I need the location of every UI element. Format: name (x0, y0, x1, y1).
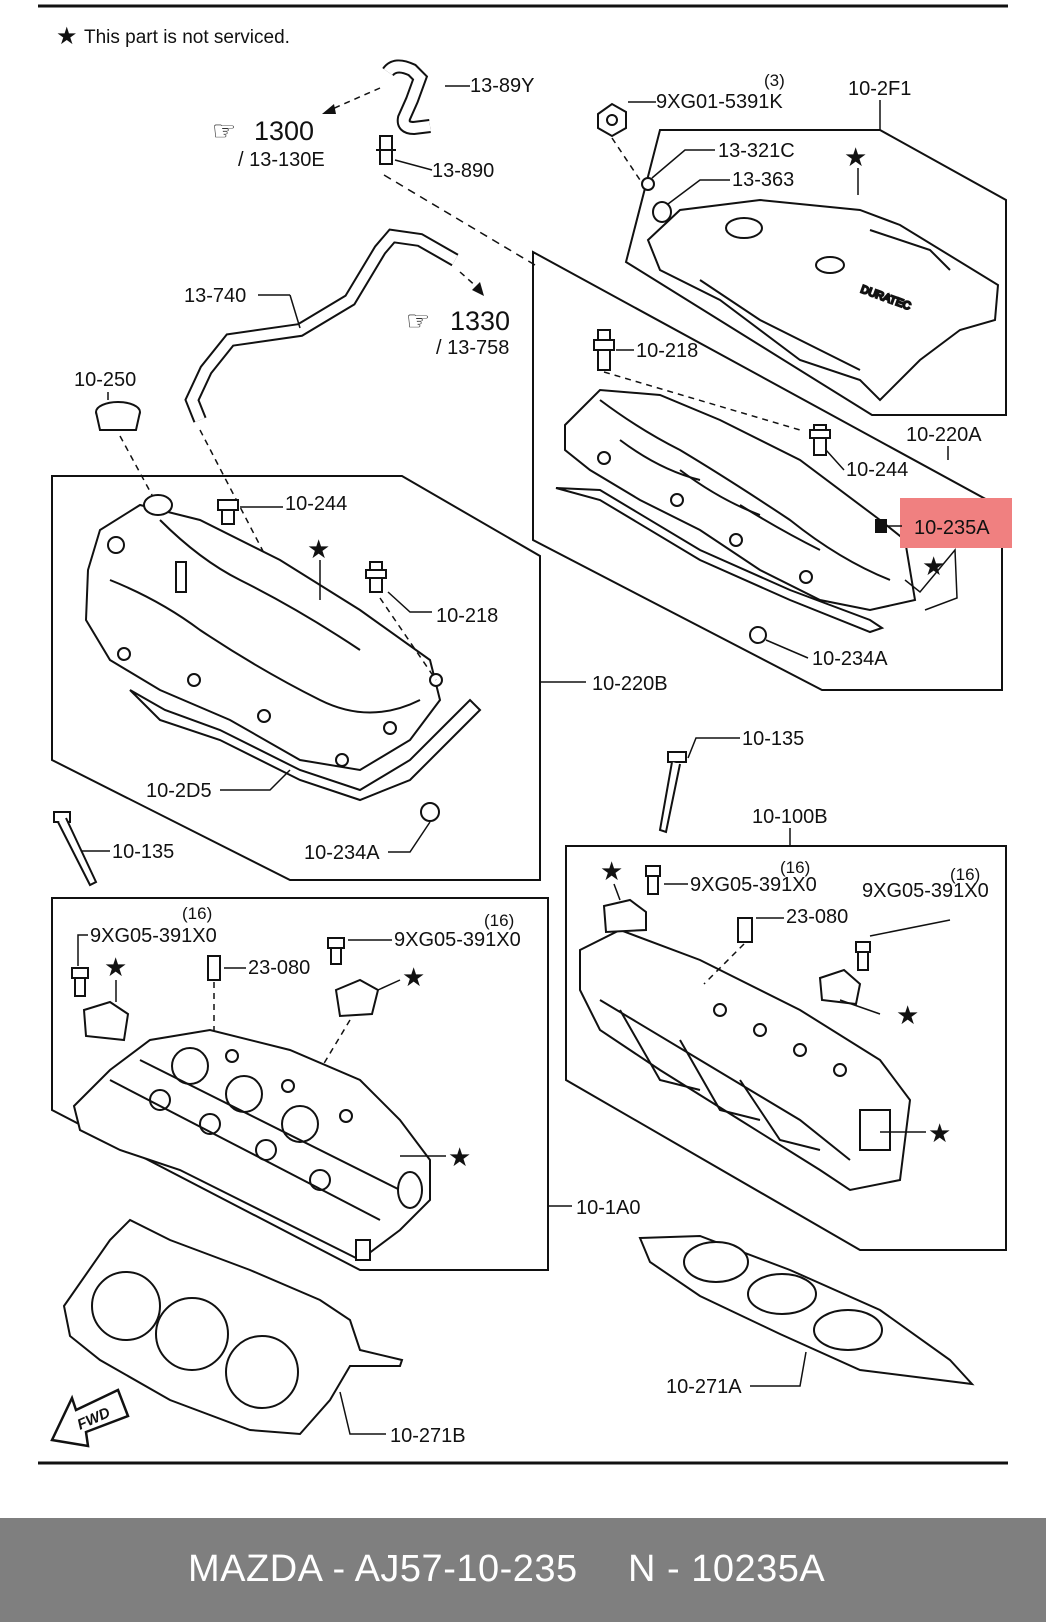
label-9XG05-right-1: 9XG05-391X0 (690, 874, 817, 896)
label-13-740: 13-740 (184, 285, 246, 307)
parts-diagram: ★ This part is not serviced. 13-89Y 13-8… (38, 4, 1012, 1465)
bolt-9XG05-right-1 (645, 865, 661, 895)
bolt-10-218-left (365, 561, 387, 593)
star-icon-left-cap-1: ★ (104, 952, 127, 982)
bolt-9XG05-left-1 (71, 967, 89, 997)
bolt-10-135-left (53, 811, 98, 887)
label-9XG01-5391K: 9XG01-5391K (656, 91, 783, 113)
label-10-271B: 10-271B (390, 1425, 466, 1447)
footer-part-number: MAZDA - AJ57-10-235 (188, 1548, 578, 1590)
hand-pointer-icon-2: ☞ (406, 306, 430, 336)
footer-bar: MAZDA - AJ57-10-235 N - 10235A (0, 1518, 1046, 1622)
label-23-080-left: 23-080 (248, 957, 310, 979)
label-10-218-left: 10-218 (436, 605, 498, 627)
bolt-10-244-left (217, 499, 239, 525)
right-head-frame (565, 845, 1007, 1251)
ref-1300-sub: / 13-130E (238, 149, 325, 171)
ref-1330-sub: / 13-758 (436, 337, 509, 359)
label-9XG05-left-2-qty: (16) (484, 911, 514, 930)
fwd-arrow-icon: FWD (50, 1388, 130, 1448)
seal-10-234A-left (420, 802, 440, 822)
label-9XG05-right-2-qty: (16) (950, 865, 980, 884)
ref-1300: 1300 (254, 116, 314, 146)
breather-hose-long (184, 228, 459, 423)
dowel-left (207, 955, 221, 981)
highlight-box (900, 498, 1012, 548)
engine-cover: DURATEC (646, 198, 1000, 402)
label-10-244-left: 10-244 (285, 493, 347, 515)
hand-pointer-icon: ☞ (212, 116, 236, 146)
bearing-cap-left-2 (334, 978, 380, 1018)
label-9XG05-left-2: 9XG05-391X0 (394, 929, 521, 951)
label-10-135-left: 10-135 (112, 841, 174, 863)
star-icon-left-head: ★ (448, 1142, 471, 1172)
bolt-10-244-right (809, 424, 831, 456)
legend-note: This part is not serviced. (84, 27, 290, 48)
cylinder-head-right (579, 928, 912, 1192)
star-icon-left-cover: ★ (307, 534, 330, 564)
seal-10-234A-right (749, 626, 767, 644)
label-13-890: 13-890 (432, 160, 494, 182)
legend-star-icon: ★ (56, 23, 78, 50)
label-10-218-right: 10-218 (636, 340, 698, 362)
head-gasket-left (62, 1218, 404, 1436)
star-icon-left-cap-2: ★ (402, 962, 425, 992)
ref-1330: 1330 (450, 306, 510, 336)
label-10-235A: 10-235A (914, 517, 990, 539)
cover-nut (597, 102, 627, 138)
oil-filler-cap (95, 401, 141, 431)
bolt-10-135-right (658, 751, 687, 834)
label-10-234A-left: 10-234A (304, 842, 380, 864)
gasket-left (129, 689, 482, 802)
label-9XG05-right-2: 9XG05-391X0 (862, 880, 989, 902)
right-cover-frame (532, 250, 1003, 691)
label-9XG05-left-1: 9XG05-391X0 (90, 925, 217, 947)
star-icon-gasket: ★ (922, 551, 945, 581)
star-icon-cap-2: ★ (896, 1000, 919, 1030)
label-23-080-right: 23-080 (786, 906, 848, 928)
grommet (641, 177, 655, 191)
bearing-cap-right-1 (602, 898, 647, 934)
label-10-220B: 10-220B (592, 673, 668, 695)
insulator (652, 201, 672, 223)
label-13-363: 13-363 (732, 169, 794, 191)
label-10-2F1: 10-2F1 (848, 78, 911, 100)
dowel-right (737, 917, 753, 943)
bolt-9XG05-right-2 (855, 941, 871, 971)
label-10-100B: 10-100B (752, 806, 828, 828)
star-icon-cap-3: ★ (928, 1118, 951, 1148)
pcv-valve (376, 135, 396, 165)
bolt-9XG05-left-2 (327, 937, 345, 965)
star-icon-cap-1: ★ (600, 856, 623, 886)
star-icon-cover: ★ (844, 142, 867, 172)
label-10-2D5: 10-2D5 (146, 780, 212, 802)
label-9XG01-qty: (3) (764, 71, 785, 90)
label-10-250: 10-250 (74, 369, 136, 391)
label-9XG05-right-1-qty: (16) (780, 858, 810, 877)
label-13-321C: 13-321C (718, 140, 795, 162)
valve-cover-right (564, 388, 917, 612)
footer-ref-number: N - 10235A (628, 1548, 826, 1590)
label-10-1A0: 10-1A0 (576, 1197, 641, 1219)
bearing-cap-left-1 (82, 1000, 130, 1042)
label-10-135-right: 10-135 (742, 728, 804, 750)
bolt-10-218-right (593, 329, 615, 371)
label-10-220A: 10-220A (906, 424, 982, 446)
valve-cover-left (84, 494, 443, 772)
label-9XG05-left-1-qty: (16) (182, 904, 212, 923)
label-10-234A-right: 10-234A (812, 648, 888, 670)
breather-hose-upper (382, 59, 431, 136)
label-10-244-right: 10-244 (846, 459, 908, 481)
label-10-271A: 10-271A (666, 1376, 742, 1398)
head-gasket-right (638, 1234, 975, 1386)
left-head-frame (51, 897, 549, 1271)
bearing-cap-right-2 (818, 968, 862, 1006)
left-cover-frame (51, 475, 541, 881)
cylinder-head-left (72, 1028, 431, 1262)
label-13-89Y: 13-89Y (470, 75, 535, 97)
gasket-right (555, 487, 885, 634)
